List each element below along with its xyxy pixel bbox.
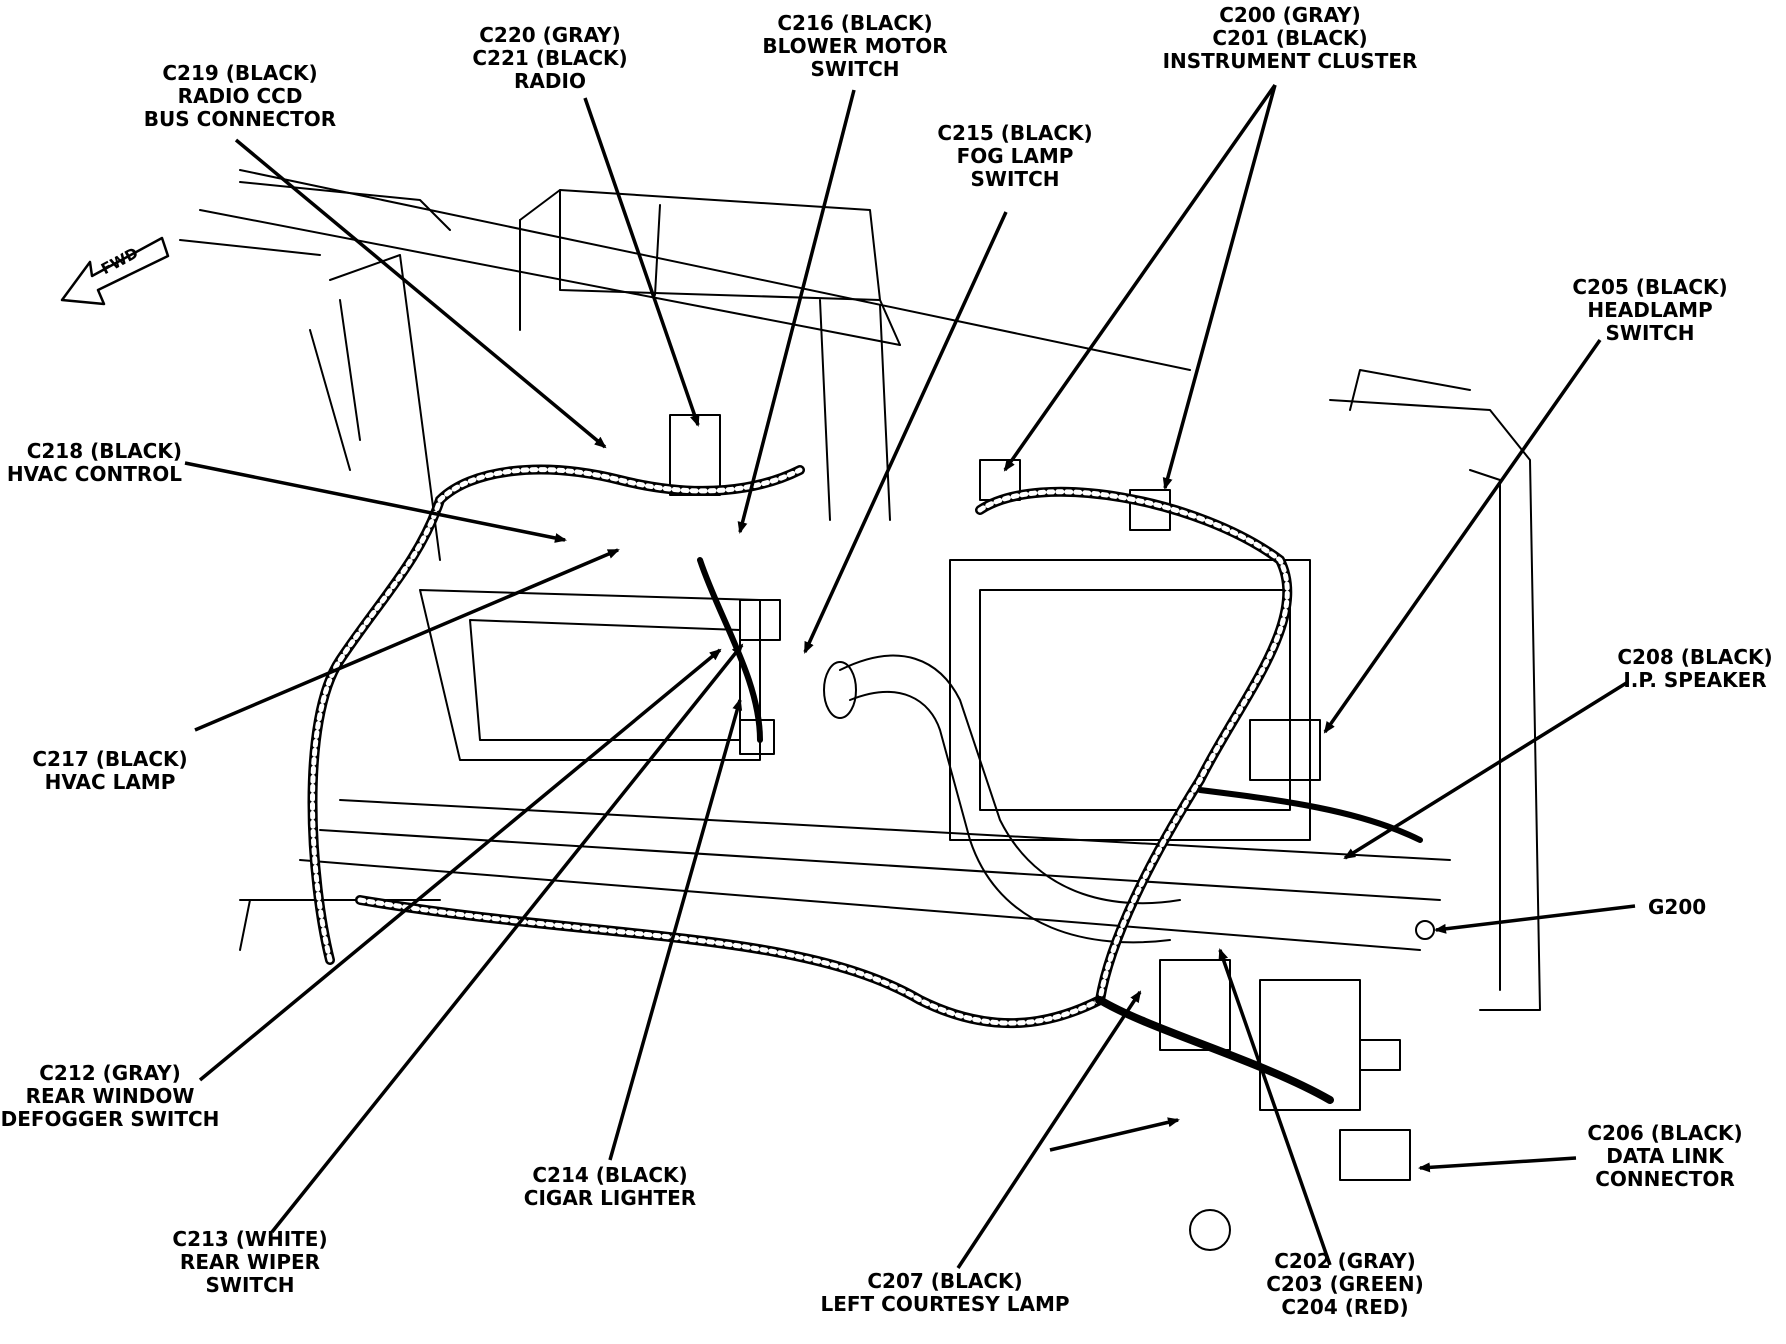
- forward-direction-arrow: [60, 236, 170, 306]
- callout-c212-rear-window-defogger-switch: C212 (GRAY) REAR WINDOW DEFOGGER SWITCH: [0, 1062, 220, 1131]
- callout-c217-hvac-lamp: C217 (BLACK) HVAC LAMP: [20, 748, 200, 794]
- callout-c208-ip-speaker: C208 (BLACK) I.P. SPEAKER: [1610, 646, 1780, 692]
- callout-line: C207 (BLACK): [867, 1269, 1023, 1293]
- callout-line: C208 (BLACK): [1617, 645, 1773, 669]
- callout-line: SWITCH: [810, 57, 900, 81]
- callout-line: DEFOGGER SWITCH: [0, 1107, 220, 1131]
- callout-line: C206 (BLACK): [1587, 1121, 1743, 1145]
- callout-line: C220 (GRAY): [479, 23, 621, 47]
- callout-line: C203 (GREEN): [1266, 1272, 1424, 1296]
- callout-line: HVAC CONTROL: [6, 462, 182, 486]
- callout-c206-data-link-connector: C206 (BLACK) DATA LINK CONNECTOR: [1570, 1122, 1760, 1191]
- callout-line: C204 (RED): [1281, 1295, 1409, 1319]
- callout-line: C216 (BLACK): [777, 11, 933, 35]
- callout-c218-hvac-control: C218 (BLACK) HVAC CONTROL: [0, 440, 182, 486]
- callout-line: INSTRUMENT CLUSTER: [1162, 49, 1418, 73]
- callout-line: I.P. SPEAKER: [1623, 668, 1767, 692]
- callout-c214-cigar-lighter: C214 (BLACK) CIGAR LIGHTER: [505, 1164, 715, 1210]
- callout-line: HVAC LAMP: [44, 770, 176, 794]
- callout-c202-c203-c204: C202 (GRAY) C203 (GREEN) C204 (RED): [1250, 1250, 1440, 1319]
- callout-line: SWITCH: [1605, 321, 1695, 345]
- callout-g200-ground: G200: [1648, 896, 1728, 919]
- callout-line: RADIO CCD: [177, 84, 303, 108]
- callout-line: RADIO: [514, 69, 586, 93]
- callout-line: C218 (BLACK): [26, 439, 182, 463]
- callout-line: DATA LINK: [1606, 1144, 1724, 1168]
- callout-line: SWITCH: [970, 167, 1060, 191]
- leader-lines: [184, 83, 1636, 1269]
- callout-c219-radio-ccd-bus-connector: C219 (BLACK) RADIO CCD BUS CONNECTOR: [120, 62, 360, 131]
- callout-c215-fog-lamp-switch: C215 (BLACK) FOG LAMP SWITCH: [900, 122, 1130, 191]
- callout-line: C205 (BLACK): [1572, 275, 1728, 299]
- callout-line: C221 (BLACK): [472, 46, 628, 70]
- callout-line: C212 (GRAY): [39, 1061, 181, 1085]
- callout-c207-left-courtesy-lamp: C207 (BLACK) LEFT COURTESY LAMP: [800, 1270, 1090, 1316]
- callout-line: REAR WIPER: [179, 1250, 321, 1274]
- callout-line: G200: [1648, 895, 1707, 919]
- callout-line: C215 (BLACK): [937, 121, 1093, 145]
- callout-line: C201 (BLACK): [1212, 26, 1368, 50]
- callout-line: BLOWER MOTOR: [762, 34, 948, 58]
- callout-line: REAR WINDOW: [25, 1084, 195, 1108]
- callout-line: BUS CONNECTOR: [143, 107, 337, 131]
- callout-line: C217 (BLACK): [32, 747, 188, 771]
- callout-c216-blower-motor-switch: C216 (BLACK) BLOWER MOTOR SWITCH: [720, 12, 990, 81]
- instrument-panel-drawing: [179, 169, 1541, 1251]
- callout-line: FOG LAMP: [956, 144, 1074, 168]
- callout-line: C200 (GRAY): [1219, 3, 1361, 27]
- callout-c200-c201-instrument-cluster: C200 (GRAY) C201 (BLACK) INSTRUMENT CLUS…: [1140, 4, 1440, 73]
- callout-line: C213 (WHITE): [172, 1227, 328, 1251]
- callout-line: HEADLAMP: [1587, 298, 1713, 322]
- callout-c220-c221-radio: C220 (GRAY) C221 (BLACK) RADIO: [430, 24, 670, 93]
- callout-line: C202 (GRAY): [1274, 1249, 1416, 1273]
- wiring-harness: [307, 464, 1423, 1104]
- callout-line: CIGAR LIGHTER: [523, 1186, 697, 1210]
- callout-c213-rear-wiper-switch: C213 (WHITE) REAR WIPER SWITCH: [160, 1228, 340, 1297]
- callout-line: SWITCH: [205, 1273, 295, 1297]
- callout-line: CONNECTOR: [1595, 1167, 1735, 1191]
- callout-c205-headlamp-switch: C205 (BLACK) HEADLAMP SWITCH: [1540, 276, 1760, 345]
- callout-line: C214 (BLACK): [532, 1163, 688, 1187]
- callout-line: LEFT COURTESY LAMP: [820, 1292, 1070, 1316]
- callout-line: C219 (BLACK): [162, 61, 318, 85]
